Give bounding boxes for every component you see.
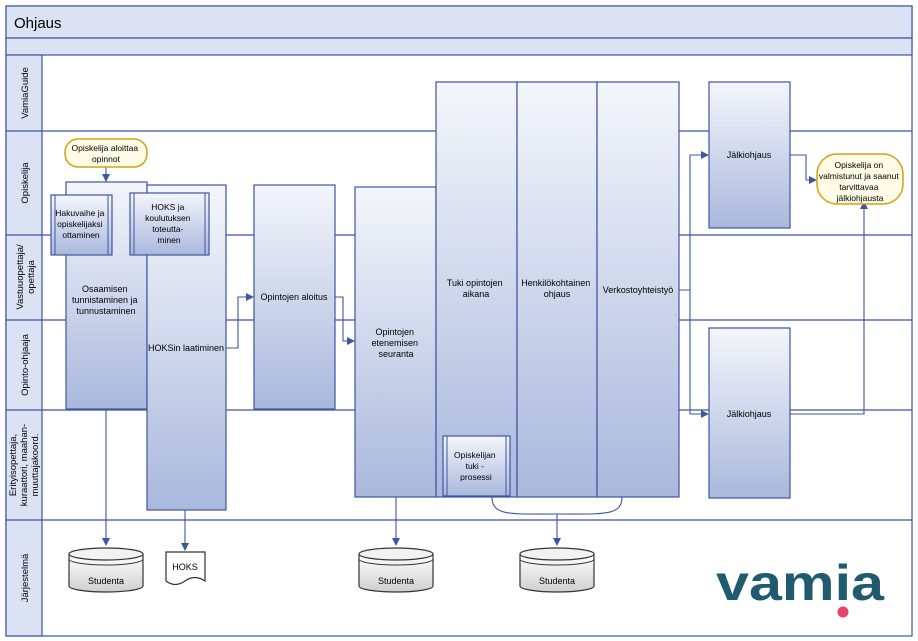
box-hoks-toteutus <box>129 192 210 256</box>
connector-aloitus-to-seuranta <box>335 296 355 345</box>
studenta-database-icon: Studenta <box>519 547 595 593</box>
title-strip <box>5 37 913 56</box>
diagram-title: Ohjaus <box>14 15 62 32</box>
process-boxes: Osaamisen tunnistaminen ja tunnustaminen… <box>50 81 791 511</box>
box-etenemisen-seuranta <box>354 186 437 498</box>
connector-hoks-to-aloitus <box>226 293 254 349</box>
lane-label-vamiaguide: VamiaGuide <box>20 67 31 119</box>
lane-label-opiskelija: Opiskelija <box>20 162 31 204</box>
box-verkostoyhteistyo <box>596 81 680 498</box>
logo-text: vamia <box>716 555 885 611</box>
studenta-database-icon: Studenta <box>68 547 144 593</box>
vamia-logo: vamia <box>716 555 885 618</box>
logo-dot <box>837 606 849 618</box>
label-hakuvaihe: Hakuvaihe ja opiskelijaksi ottaminen <box>55 208 107 240</box>
label-event-end: Opiskelija on valmistunut ja saanut tarv… <box>819 160 901 203</box>
label-hoks-laatiminen: HOKSin laatiminen <box>148 343 224 353</box>
label-studenta-1: Studenta <box>88 576 124 586</box>
events: Opiskelija aloittaa opinnot Opiskelija o… <box>64 138 904 205</box>
studenta-database-icon: Studenta <box>358 547 434 593</box>
lane-label-erityisopettaja: Erityisopettaja,kuraattori, maahan-muutt… <box>8 424 41 506</box>
lane-label-opinto-ohjaaja: Opinto-ohjaaja <box>20 333 31 396</box>
label-opintojen-aloitus: Opintojen aloitus <box>260 292 328 302</box>
box-opiskelijan-tuki-prosessi <box>442 435 511 497</box>
box-tuki-opintojen-aikana <box>435 81 518 498</box>
connectors <box>102 151 868 551</box>
system-stores: Studenta HOKS Studenta Studenta <box>68 547 595 593</box>
label-jalkiohjaus-ohjaaja: Jälkiohjaus <box>727 409 772 419</box>
box-henkilokohtainen-ohjaus <box>516 81 598 498</box>
title-bar <box>5 5 913 39</box>
label-opiskelijan-tuki-prosessi: Opiskelijan tuki - prosessi <box>454 450 498 482</box>
label-jalkiohjaus-opiskelija: Jälkiohjaus <box>727 150 772 160</box>
event-end <box>816 153 904 205</box>
box-jalkiohjaus-opiskelija <box>708 81 791 229</box>
event-start <box>64 138 148 168</box>
box-hakuvaihe <box>50 194 113 256</box>
label-studenta-3: Studenta <box>539 576 575 586</box>
label-verkostoyhteistyo: Verkostoyhteistyö <box>603 285 674 295</box>
label-etenemisen-seuranta: Opintojen etenemisen seuranta <box>371 327 420 359</box>
label-studenta-2: Studenta <box>378 576 414 586</box>
label-osaamisen-tunnistaminen: Osaamisen tunnistaminen ja tunnustaminen <box>72 284 140 316</box>
label-hoks-doc: HOKS <box>172 562 198 572</box>
label-tuki-opintojen-aikana: Tuki opintojen aikana <box>447 278 505 299</box>
box-opintojen-aloitus <box>253 184 336 410</box>
lane-label-jarjestelma: Järjestelmä <box>20 553 31 602</box>
connector-to-jalki2 <box>689 290 709 418</box>
connector-to-jalki1 <box>679 151 709 291</box>
connector-jalki1-to-end <box>790 154 817 184</box>
lane-label-vastuuopettaja: Vastuuopettaja/opettaja <box>15 244 37 310</box>
label-event-start: Opiskelija aloittaa opinnot <box>72 143 141 164</box>
label-hoks-toteutus: HOKS ja koulutuksen toteutta- minen <box>145 202 193 245</box>
lane-label-column <box>5 54 43 637</box>
box-jalkiohjaus-ohjaaja <box>708 327 791 499</box>
connector-jalki2-to-end <box>790 201 868 415</box>
label-henkilokohtainen-ohjaus: Henkilökohtainen ohjaus <box>521 278 593 299</box>
hoks-document-icon: HOKS <box>165 551 206 586</box>
